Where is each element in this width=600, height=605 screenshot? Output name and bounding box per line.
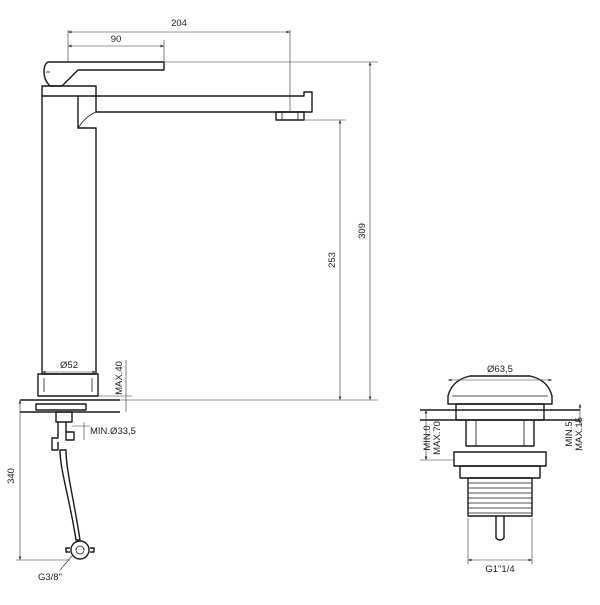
dim-max-15: MAX.15 (574, 417, 585, 451)
dim-handle-width: 90 (111, 34, 122, 45)
fixing-nut (55, 411, 73, 423)
faucet-dimensions: 204 90 309 253 Ø52 MAX.40 MIN.Ø33,5 340 … (6, 18, 378, 583)
waste-dimensions: Ø63,5 MIN.0 MAX.70 MIN.5 MAX.15 G1"1/4 (420, 364, 585, 575)
dim-connection: G3/8" (38, 572, 62, 583)
dim-max-deck: MAX.40 (114, 361, 125, 395)
dim-total-height: 309 (357, 223, 368, 239)
faucet-drawing (20, 61, 313, 560)
connector-nut (65, 547, 70, 553)
faucet-body-top (41, 85, 97, 97)
aerator (275, 111, 305, 121)
dim-min-hole: MIN.Ø33,5 (90, 426, 136, 437)
dim-thread: G1"1/4 (485, 564, 514, 575)
faucet-base (37, 373, 99, 397)
supply-shank-2 (65, 422, 75, 441)
dim-hose-length: 340 (6, 468, 17, 484)
connector-inner (75, 545, 85, 555)
waste-flange (455, 403, 545, 421)
supply-shank (51, 422, 59, 451)
waste-thread (467, 477, 533, 517)
dim-min-0: MIN.0 (422, 425, 433, 450)
dim-min-5: MIN.5 (564, 421, 575, 446)
dim-spout-height: 253 (327, 252, 338, 268)
dim-overall-reach: 204 (171, 18, 187, 29)
waste-stem (465, 420, 535, 447)
thread-body (467, 477, 533, 517)
connector-nut (90, 547, 95, 553)
waste-nut (453, 451, 547, 467)
hose-connector (70, 540, 90, 560)
fixing-plate (35, 403, 87, 411)
waste-cap (447, 375, 553, 405)
dim-body-diameter: Ø52 (60, 360, 78, 371)
faucet-handle (43, 61, 165, 87)
waste-washer (459, 465, 541, 479)
supply-hose (59, 449, 81, 541)
waste-drawing (420, 375, 580, 541)
thread-lines (468, 482, 532, 514)
dim-max-70: MAX.70 (432, 421, 443, 455)
spout-curve (77, 111, 97, 130)
waste-pin (495, 516, 505, 541)
faucet-spout (95, 91, 313, 113)
dim-cap-diameter: Ø63,5 (487, 364, 513, 375)
faucet-body (41, 96, 97, 375)
leader-line (59, 555, 73, 571)
